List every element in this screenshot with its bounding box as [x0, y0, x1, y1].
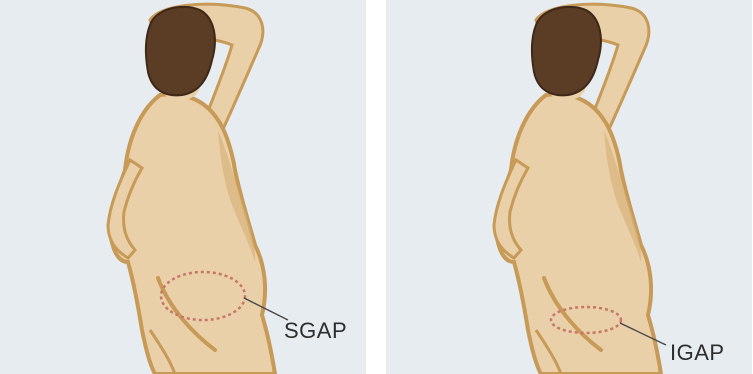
igap-label: IGAP — [670, 340, 725, 366]
hair — [146, 7, 215, 95]
figure-igap — [386, 0, 752, 374]
sgap-label: SGAP — [284, 318, 347, 344]
panel-sgap: SGAP — [0, 0, 366, 374]
hair — [532, 7, 601, 95]
panel-igap: IGAP — [386, 0, 752, 374]
